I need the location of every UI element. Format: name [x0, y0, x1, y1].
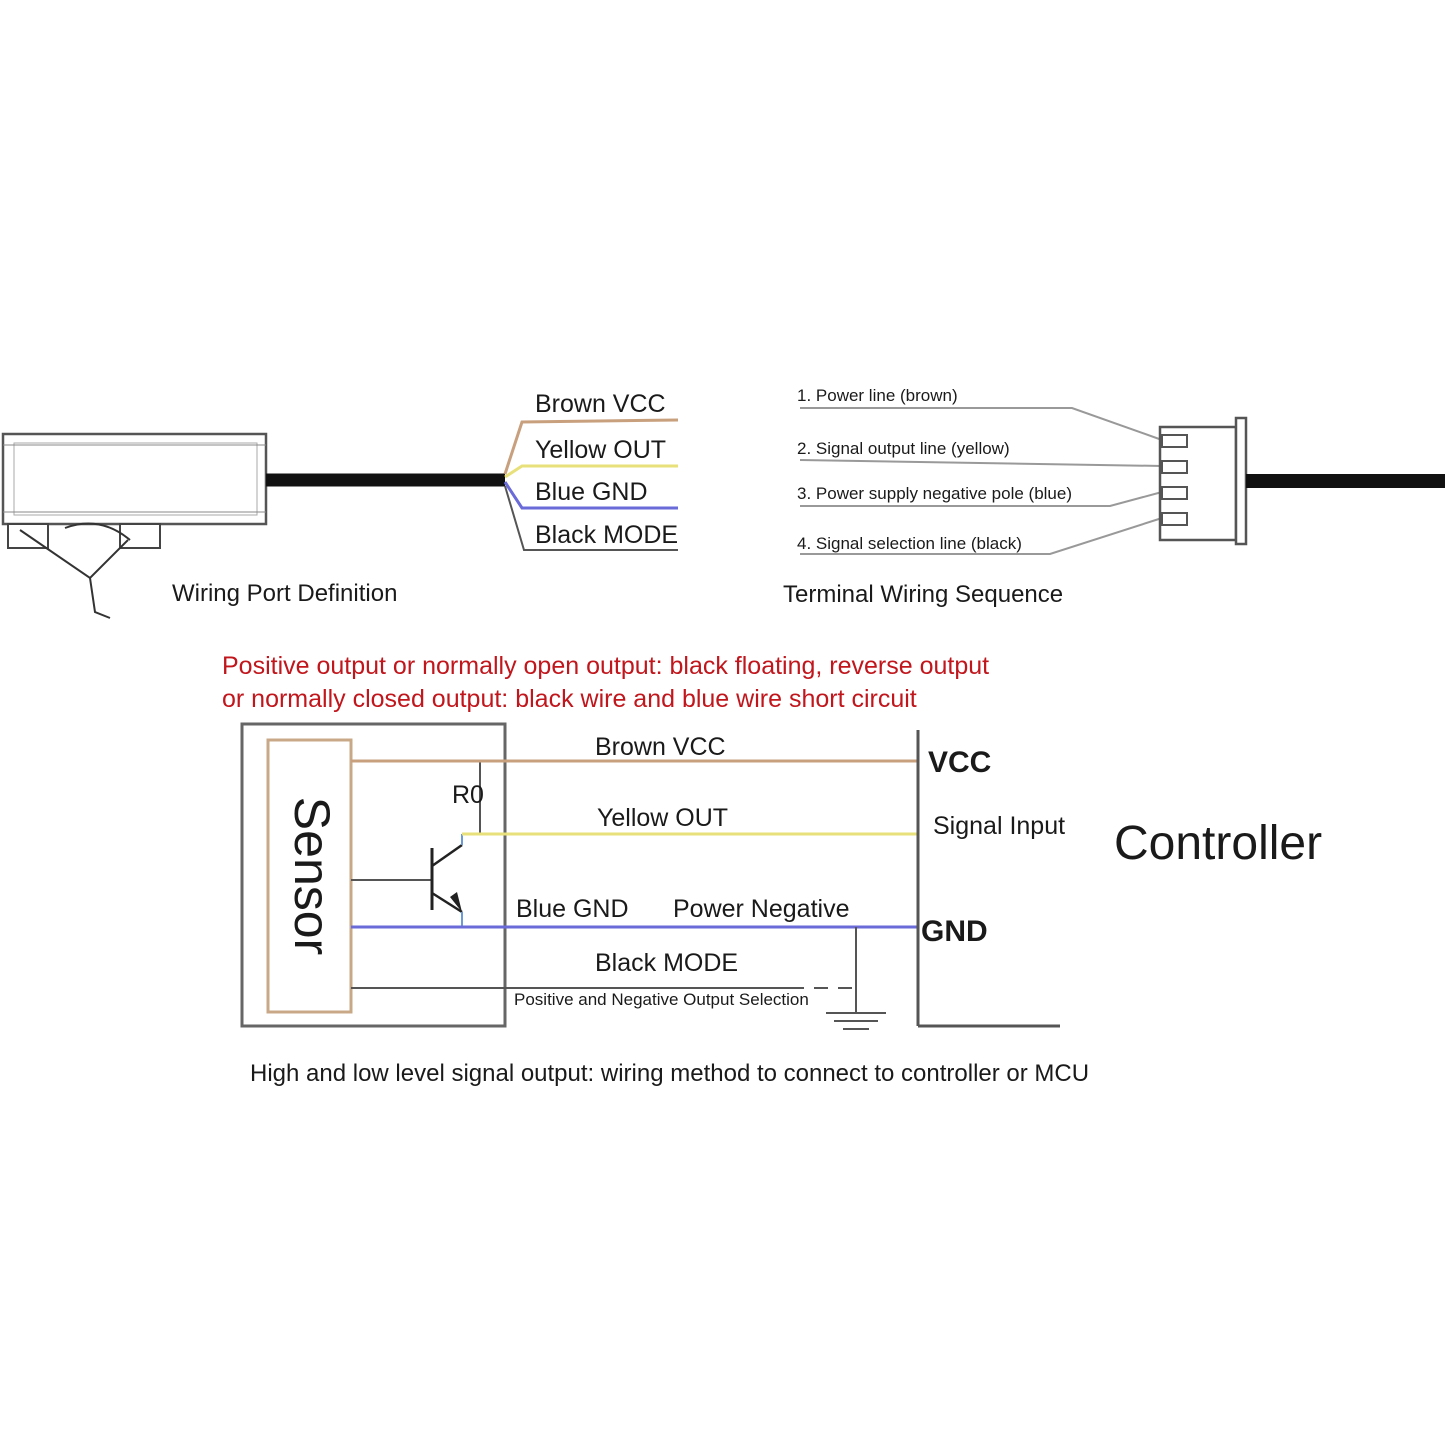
transistor-symbol [351, 834, 463, 927]
pin-gnd: GND [921, 915, 988, 948]
bottom-caption: High and low level signal output: wiring… [250, 1060, 1089, 1087]
pin-signal-input: Signal Input [933, 812, 1065, 840]
wiring-port-caption: Wiring Port Definition [172, 580, 397, 607]
schematic-label-black: Black MODE [595, 949, 738, 977]
schematic-label-brown: Brown VCC [595, 733, 726, 761]
terminal-line-2: 2. Signal output line (yellow) [797, 439, 1010, 458]
wire-label-yellow: Yellow OUT [535, 436, 666, 464]
ground-symbol [826, 927, 886, 1030]
resistor-label: R0 [452, 781, 484, 809]
wire-label-black: Black MODE [535, 521, 678, 549]
schematic-label-blue: Blue GND [516, 895, 629, 923]
schematic-label-power-negative: Power Negative [673, 895, 849, 923]
sensor-label: Sensor [284, 797, 340, 955]
controller-label: Controller [1114, 817, 1322, 870]
sensor-enclosure [240, 722, 507, 1028]
terminal-line-3: 3. Power supply negative pole (blue) [797, 484, 1072, 503]
mode-selection-note: Positive and Negative Output Selection [514, 990, 809, 1009]
terminal-caption: Terminal Wiring Sequence [783, 581, 1063, 608]
note-line-2: or normally closed output: black wire an… [222, 685, 917, 713]
terminal-lines [799, 407, 1163, 555]
wire-label-brown: Brown VCC [535, 390, 666, 418]
controller-bus [916, 730, 1060, 1028]
terminal-line-4: 4. Signal selection line (black) [797, 534, 1022, 553]
sensor-module-drawing [1, 432, 268, 619]
terminal-connector [1158, 416, 1248, 546]
fanned-wires [503, 418, 679, 551]
wire-label-blue: Blue GND [535, 478, 648, 506]
note-line-1: Positive output or normally open output:… [222, 652, 989, 680]
pin-vcc: VCC [928, 746, 991, 779]
schematic-label-yellow: Yellow OUT [597, 804, 728, 832]
terminal-line-1: 1. Power line (brown) [797, 386, 958, 405]
